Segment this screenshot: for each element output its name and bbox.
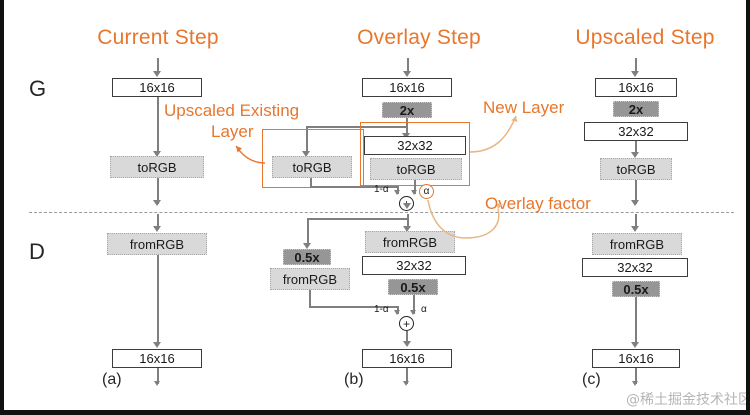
edge-b-g-merge-left-h xyxy=(310,186,398,188)
arrowhead-b-g-merge-out xyxy=(403,203,411,209)
arrowhead-b-d-out xyxy=(403,381,409,386)
c-d-node-16x16: 16x16 xyxy=(592,349,680,368)
b-d-node-0.5x-new: 0.5x xyxy=(388,279,438,295)
edge-in-c-top xyxy=(635,58,637,73)
side-label-generator: G xyxy=(29,76,47,101)
generator-discriminator-divider xyxy=(29,212,734,213)
arrowhead-c-g-2 xyxy=(631,200,639,206)
caption-c: (c) xyxy=(582,371,601,388)
arrowhead-b-d-merge-left xyxy=(394,310,400,315)
b-d-node-32x32: 32x32 xyxy=(362,256,466,275)
b-d-merge-plus: + xyxy=(399,316,414,331)
edge-b-d-out xyxy=(406,368,408,384)
caption-a: (a) xyxy=(102,371,122,388)
arrowhead-a-g-1 xyxy=(153,151,161,157)
edge-b-d-merge-right xyxy=(413,295,415,314)
a-g-node-16x16: 16x16 xyxy=(112,78,202,97)
c-g-node-32x32: 32x32 xyxy=(584,122,688,141)
c-d-node-fromrgb: fromRGB xyxy=(592,233,682,255)
arrowhead-b-g-merge-left xyxy=(394,190,400,195)
arrowhead-c-d-out xyxy=(632,381,638,386)
edge-in-a-top xyxy=(157,58,159,73)
arrowhead-b-d-in xyxy=(403,226,411,232)
b-d-node-16x16: 16x16 xyxy=(362,349,452,368)
annotation-new-layer: New Layer xyxy=(483,98,565,117)
arrowhead-b-d-merge-right xyxy=(410,310,416,315)
arrowhead-c-d-1 xyxy=(631,342,639,348)
edge-b-g-merge-right xyxy=(414,180,416,194)
column-title-upscaled-step: Upscaled Step xyxy=(575,26,715,49)
b-d-node-0.5x: 0.5x xyxy=(283,249,331,265)
edge-b-d-merge-left-h xyxy=(309,306,398,308)
c-d-node-32x32: 32x32 xyxy=(582,258,688,277)
edge-b-d-left-branch xyxy=(307,218,309,246)
edge-b-g-merge-left-v1 xyxy=(310,178,312,187)
edge-b-d-in xyxy=(407,214,409,228)
b-d-node-fromrgb-new: fromRGB xyxy=(365,231,455,253)
edge-b-d-merge-left-v1 xyxy=(309,290,311,307)
edge-in-b-top xyxy=(407,58,409,73)
edge-c-g-2 xyxy=(635,180,637,204)
annotation-upscaled-existing-layer-line2: Layer xyxy=(211,122,254,141)
a-d-node-fromrgb: fromRGB xyxy=(107,233,207,255)
leader-arrow-upscaled xyxy=(236,146,242,153)
c-g-node-2x: 2x xyxy=(613,101,659,117)
edge-c-d-1 xyxy=(635,297,637,342)
edge-b-g-fanout-horiz xyxy=(306,126,408,128)
b-d-node-fromrgb-existing: fromRGB xyxy=(270,268,350,290)
b-d-alpha-right-label: α xyxy=(421,304,427,315)
b-d-alpha-left-label: 1-α xyxy=(374,304,389,315)
a-d-node-16x16: 16x16 xyxy=(112,349,202,368)
arrowhead-b-d-left xyxy=(303,243,311,249)
edge-b-d-merge-out xyxy=(406,331,408,342)
edge-a-d-0 xyxy=(157,214,159,229)
edge-a-g-2 xyxy=(157,178,159,204)
annotation-upscaled-existing-layer-line1: Upscaled Existing xyxy=(164,101,300,120)
b-g-alpha-left-label: 1-α xyxy=(374,184,389,195)
column-title-current-step: Current Step xyxy=(97,26,219,49)
arrowhead-a-d-2 xyxy=(154,381,160,386)
edge-b-g-left-branch xyxy=(306,126,308,154)
arrowhead-c-top xyxy=(631,71,639,77)
arrowhead-a-g-2 xyxy=(153,200,161,206)
watermark: @稀土掘金技术社区 xyxy=(626,392,750,408)
caption-b: (b) xyxy=(344,371,364,388)
b-g-node-16x16: 16x16 xyxy=(362,78,452,97)
annotation-overlay-factor: Overlay factor xyxy=(485,194,591,213)
edge-a-d-2 xyxy=(157,368,159,384)
b-g-node-32x32: 32x32 xyxy=(364,136,466,155)
leader-new-layer xyxy=(469,115,517,153)
c-d-node-0.5x: 0.5x xyxy=(612,281,660,297)
edge-b-g-down xyxy=(406,126,408,138)
arrowhead-b-d-merge-out xyxy=(403,341,411,347)
arrowhead-b-g-left xyxy=(302,151,310,157)
c-g-node-torgb: toRGB xyxy=(600,158,672,180)
edge-a-d-1 xyxy=(157,255,159,345)
b-g-node-2x: 2x xyxy=(382,102,432,118)
a-g-node-torgb: toRGB xyxy=(110,156,204,178)
column-title-overlay-step: Overlay Step xyxy=(357,26,481,49)
edge-c-d-out xyxy=(635,368,637,384)
b-g-node-torgb-new: toRGB xyxy=(370,158,462,180)
c-g-node-16x16: 16x16 xyxy=(595,78,677,97)
leader-upscaled-existing-layer xyxy=(235,145,266,164)
arrowhead-a-d-1 xyxy=(153,342,161,348)
arrowhead-c-d-in xyxy=(631,226,639,232)
edge-b-d-fanout-horiz xyxy=(307,218,408,220)
edge-c-g-1 xyxy=(635,141,637,155)
b-g-node-torgb-existing: toRGB xyxy=(272,156,352,178)
edge-c-d-in xyxy=(635,214,637,228)
b-g-alpha-right-label: α xyxy=(419,184,434,199)
arrowhead-b-g-merge-right xyxy=(411,190,417,195)
edge-a-g-1 xyxy=(157,97,159,154)
arrowhead-c-g-1 xyxy=(631,152,639,158)
side-label-discriminator: D xyxy=(29,239,45,264)
arrowhead-a-d-0 xyxy=(153,226,161,232)
arrowhead-b-top xyxy=(403,71,411,77)
arrowhead-a-top xyxy=(153,71,161,77)
